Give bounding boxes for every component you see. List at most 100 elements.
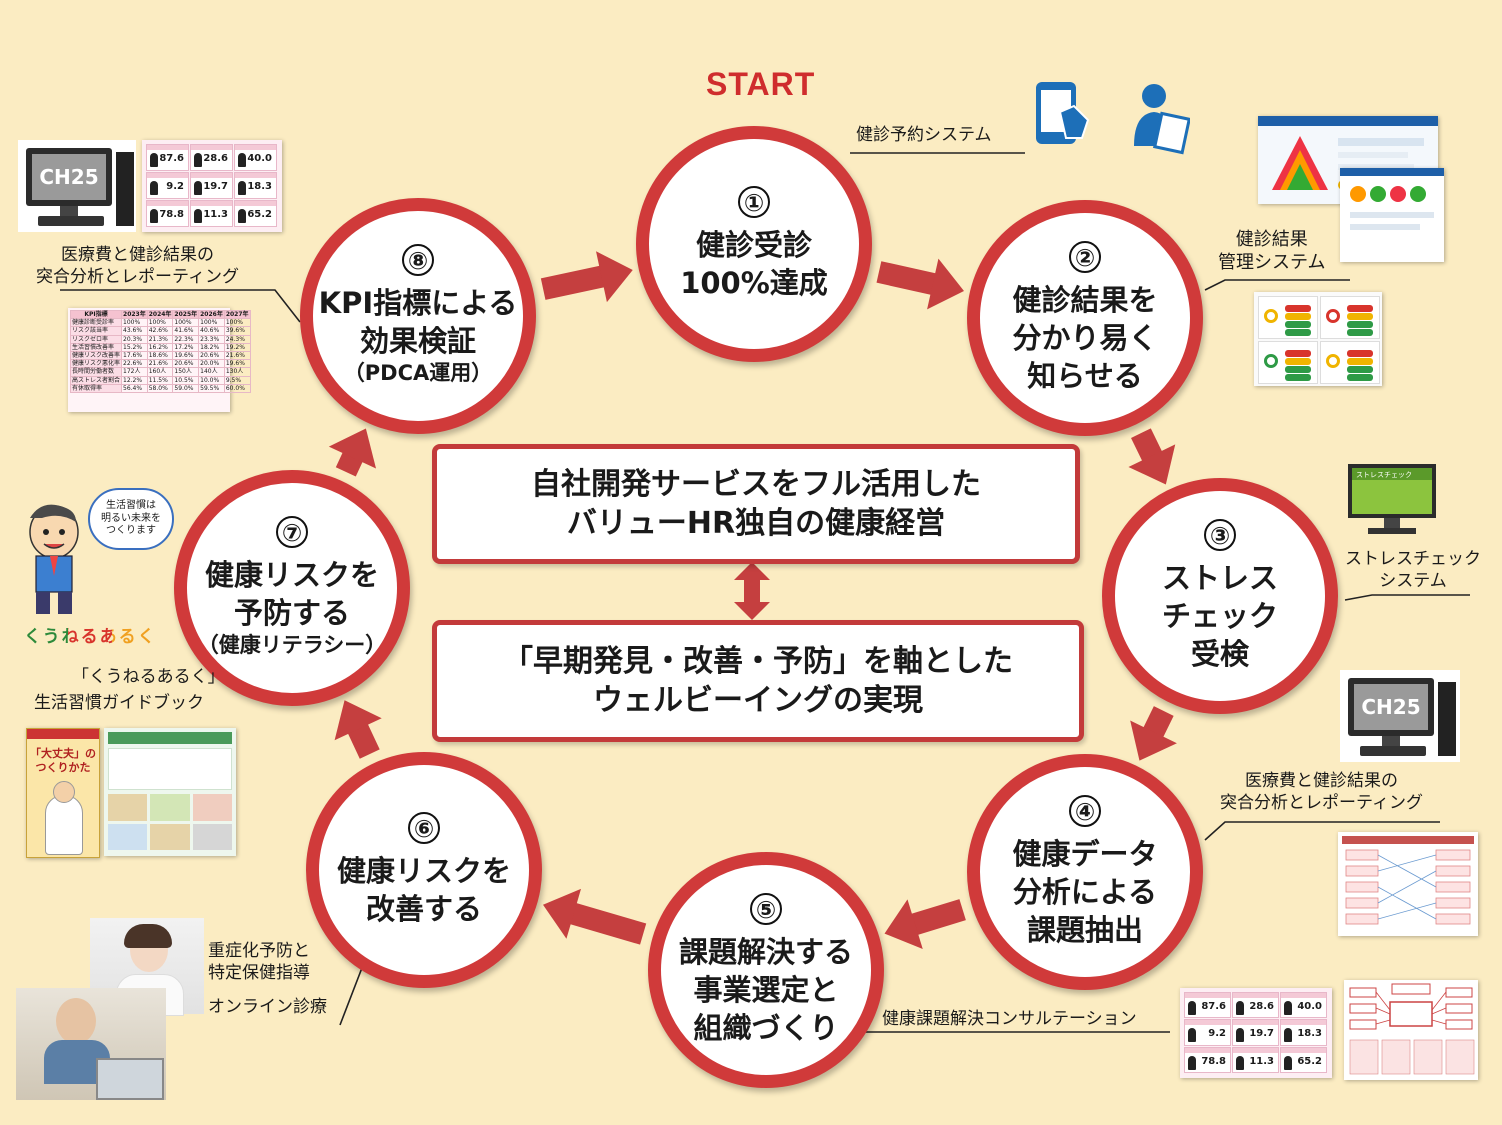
cycle-arrow-head bbox=[596, 251, 633, 303]
consulting-label: 健康課題解決コンサルテーション bbox=[882, 1009, 1137, 1029]
stress-screen-title: ストレスチェック bbox=[1356, 471, 1412, 479]
result-panel bbox=[1258, 296, 1318, 339]
stat-value: 78.8 bbox=[1201, 1055, 1226, 1067]
kpi-cell: 17.2% bbox=[172, 342, 200, 352]
kpi-cell: 43.6% bbox=[121, 326, 148, 336]
kpi-cell: 11.5% bbox=[146, 375, 174, 385]
center-top-line-1: 自社開発サービスをフル活用した bbox=[531, 467, 981, 502]
cycle-arrow-head bbox=[884, 899, 923, 950]
kpi-cell: 21.6% bbox=[223, 350, 251, 361]
stat-value: 40.0 bbox=[247, 153, 272, 164]
stat-value: 11.3 bbox=[203, 209, 228, 220]
analysis-flow-document bbox=[1338, 832, 1478, 936]
stat-value: 9.2 bbox=[1208, 1028, 1226, 1040]
kpi-cell: 60.0% bbox=[223, 383, 251, 393]
step-title-line: チェック bbox=[1161, 598, 1278, 633]
kpi-cell: 100% bbox=[146, 318, 174, 328]
center-bottom-line-2: ウェルビーイングの実現 bbox=[593, 683, 923, 718]
stat-cell: 18.3 bbox=[234, 172, 277, 199]
kpi-cell: 2026年 bbox=[198, 309, 225, 320]
stat-value: 19.7 bbox=[203, 181, 228, 192]
step-title-line: 課題抽出 bbox=[1026, 913, 1143, 948]
speech-bubble: 生活習慣は 明るい未来を つくります bbox=[88, 488, 174, 550]
kpi-cell: 22.6% bbox=[121, 359, 148, 369]
cycle-arrow-head bbox=[543, 888, 582, 939]
kpi-cell: 健康診断受診率 bbox=[69, 318, 123, 328]
kpi-cell: 21.6% bbox=[146, 359, 174, 369]
step-title-line: 健康リスクを bbox=[336, 853, 511, 888]
kpi-cell: 有休取得率 bbox=[69, 383, 123, 393]
kpi-cell: 18.2% bbox=[198, 342, 225, 352]
stat-cell: 19.7 bbox=[1232, 1019, 1279, 1046]
stat-cell: 65.2 bbox=[1280, 1046, 1327, 1073]
kpi-cell: 100% bbox=[223, 318, 251, 328]
stress-check-monitor-icon: ストレスチェック bbox=[1348, 464, 1436, 534]
stat-cell: 87.6 bbox=[146, 144, 189, 171]
kpi-cell: 100% bbox=[198, 318, 225, 328]
stat-cell: 11.3 bbox=[1232, 1046, 1279, 1073]
kpi-cell: 高ストレス者割合 bbox=[69, 375, 123, 385]
kpi-cell: リスク該当率 bbox=[69, 326, 123, 336]
online-guidance-label: 重症化予防と特定保健指導 bbox=[208, 941, 310, 984]
cycle-arrow-head bbox=[1128, 444, 1176, 485]
step-title-line: 健診受診 bbox=[695, 227, 812, 262]
kpi-cell: 2025年 bbox=[172, 309, 200, 320]
mascot-man-icon bbox=[29, 504, 79, 614]
kpi-cell: 130人 bbox=[223, 367, 251, 377]
step-title-line: 予防する bbox=[233, 596, 350, 631]
kpi-cell: 59.0% bbox=[172, 383, 200, 393]
stat-cell: 78.8 bbox=[1184, 1046, 1231, 1073]
kpi-cell: 19.2% bbox=[223, 342, 251, 352]
cycle-arrow-head bbox=[1130, 720, 1177, 761]
stat-value: 28.6 bbox=[1249, 1001, 1274, 1012]
reservation-system-label: 健診予約システム bbox=[856, 125, 992, 145]
cycle-arrow-head bbox=[334, 700, 382, 741]
stat-cell: 78.8 bbox=[146, 200, 189, 227]
kuuneru-logo: くうねるあるく bbox=[24, 627, 157, 647]
kpi-cell: 18.6% bbox=[146, 350, 174, 361]
step-title-line: 効果検証 bbox=[359, 324, 476, 359]
kpi-cell: 172人 bbox=[121, 367, 148, 377]
step-number: ③ bbox=[1204, 518, 1236, 551]
kpi-cell: 150人 bbox=[172, 367, 200, 377]
kpi-cell: 21.3% bbox=[146, 334, 174, 344]
cycle-arrow-head bbox=[927, 258, 964, 310]
kpi-cell: 9.5% bbox=[223, 375, 251, 385]
result-panel bbox=[1320, 341, 1380, 384]
center-box-top: 自社開発サービスをフル活用した バリューHR独自の健康経営 bbox=[432, 444, 1080, 564]
center-box-bottom: 「早期発見・改善・予防」を軸とした ウェルビーイングの実現 bbox=[432, 620, 1084, 742]
stat-cell: 40.0 bbox=[1280, 992, 1327, 1019]
stat-cell: 19.7 bbox=[190, 172, 233, 199]
kpi-cell: 100% bbox=[121, 318, 148, 328]
kpi-cell: 140人 bbox=[198, 367, 225, 377]
kpi-cell: 56.4% bbox=[121, 383, 148, 393]
kpi-cell: 19.6% bbox=[172, 350, 200, 361]
stat-value: 65.2 bbox=[1297, 1055, 1322, 1067]
kpi-cell: 39.6% bbox=[223, 326, 251, 336]
result-report-grid bbox=[1254, 292, 1382, 386]
step-title-line: 受検 bbox=[1190, 637, 1249, 672]
result-panel bbox=[1258, 341, 1318, 384]
step-number: ⑦ bbox=[276, 515, 308, 548]
stat-value: 9.2 bbox=[166, 181, 184, 192]
stat-value: 87.6 bbox=[159, 153, 184, 164]
step-title-line: 分析による bbox=[1012, 874, 1158, 909]
kpi-cell: 100% bbox=[172, 318, 200, 328]
kpi-cell: 160人 bbox=[146, 367, 174, 377]
kpi-cell: 20.6% bbox=[198, 350, 225, 361]
result-system-screen-2 bbox=[1340, 168, 1444, 262]
kpi-cell: 40.6% bbox=[198, 326, 225, 336]
kpi-cell: 10.0% bbox=[198, 375, 225, 385]
kpi-cell: 24.3% bbox=[223, 334, 251, 344]
kpi-cell: 健康リスク改善率 bbox=[69, 350, 123, 361]
stat-value: 78.8 bbox=[159, 209, 184, 220]
cycle-arrow-head bbox=[328, 428, 377, 469]
cycle-arrow bbox=[876, 261, 942, 297]
kpi-cell: 58.0% bbox=[146, 383, 174, 393]
kpi-cell: 20.6% bbox=[172, 359, 200, 369]
